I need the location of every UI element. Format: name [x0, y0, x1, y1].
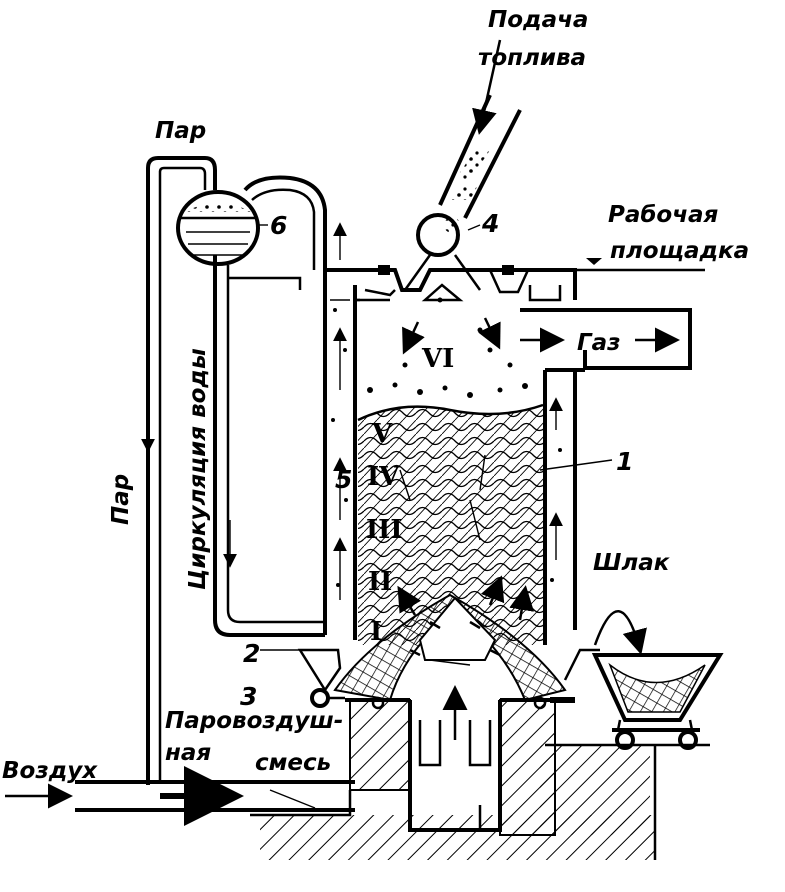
fuel-particles — [367, 297, 528, 398]
label-air: Воздух — [2, 758, 98, 784]
label-working-platform-2: площадка — [610, 238, 749, 264]
label-working-platform-1: Рабочая — [608, 202, 719, 228]
label-steam-air-mix-1: Паровоздуш- — [165, 708, 343, 734]
callout-4: 4 — [481, 209, 499, 238]
zone-1: I — [370, 617, 382, 647]
gas-outlet — [520, 308, 692, 370]
label-steam-air-mix-3: смесь — [255, 750, 331, 776]
label-steam-side: Пар — [108, 474, 134, 525]
callout-lines — [258, 224, 613, 651]
label-fuel-supply-1: Подача — [488, 7, 588, 33]
fuel-feeder — [403, 39, 522, 302]
label-fuel-supply-2: топлива — [478, 45, 586, 71]
air-pipe — [5, 766, 355, 826]
steam-drum — [176, 190, 260, 266]
label-gas: Газ — [577, 330, 621, 356]
callout-6: 6 — [270, 211, 287, 240]
zone-4: IV — [367, 462, 400, 492]
callout-2: 2 — [243, 639, 260, 668]
grate — [333, 575, 567, 702]
label-steam-air-mix-2: ная — [165, 740, 211, 766]
zone-3: III — [366, 515, 403, 545]
callout-5: 5 — [335, 465, 352, 494]
steam-circulation-pipe — [146, 156, 327, 785]
label-water-circulation: Циркуляция воды — [185, 348, 211, 590]
jacket-arrows — [141, 222, 563, 600]
zone-6: VI — [421, 344, 454, 374]
slag-cart — [591, 610, 724, 750]
callout-3: 3 — [240, 682, 257, 711]
label-steam-top: Пар — [155, 118, 206, 144]
label-slag: Шлак — [593, 550, 671, 576]
callout-1: 1 — [616, 447, 633, 476]
zone-2: II — [368, 567, 392, 597]
air-box — [408, 685, 502, 832]
zone-5: V — [371, 419, 393, 449]
producer-shaft — [323, 258, 705, 645]
ash-pan — [297, 648, 600, 710]
